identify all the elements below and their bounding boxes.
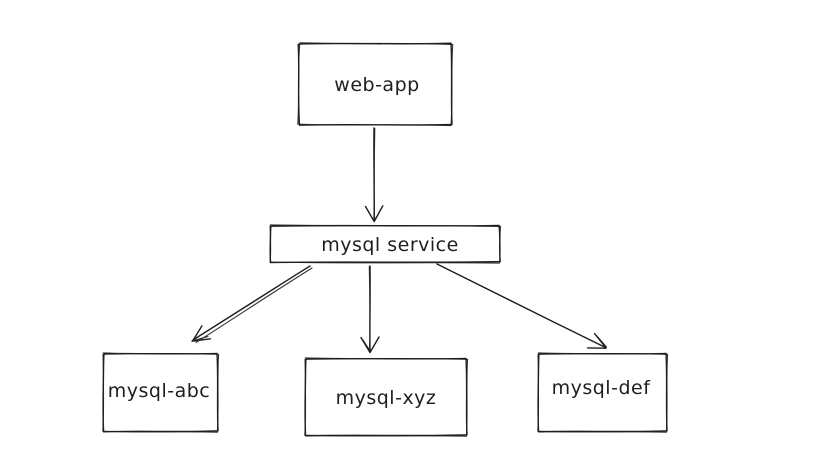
- web-app-label: web-app: [334, 74, 419, 96]
- arrowhead: [191, 325, 212, 342]
- arrowhead: [364, 205, 384, 223]
- node-mysql-abc[interactable]: mysql-abc: [102, 352, 220, 433]
- arrowhead-overstroke: [595, 334, 608, 348]
- mysql-abc-box-overstroke: [102, 352, 220, 433]
- node-mysql-xyz[interactable]: mysql-xyz: [304, 357, 469, 437]
- arrowhead-overstroke: [362, 339, 372, 353]
- mysql-service-box-overstroke: [269, 224, 502, 264]
- arrow-mysql-service-to-mysql-def[interactable]: [436, 263, 608, 349]
- arrow-shaft-overstroke: [368, 265, 371, 352]
- mysql-def-box-overstroke: [537, 352, 669, 433]
- web-app-box-overstroke: [297, 42, 454, 127]
- arrow-shaft: [192, 265, 311, 341]
- arrow-shaft: [436, 263, 607, 349]
- mysql-def-label: mysql-def: [552, 377, 652, 399]
- mysql-xyz-label: mysql-xyz: [336, 387, 437, 409]
- arrowhead-overstroke: [192, 335, 209, 342]
- arrow-mysql-service-to-mysql-xyz[interactable]: [360, 265, 380, 354]
- mysql-service-label: mysql service: [321, 234, 459, 256]
- mysql-abc-label: mysql-abc: [108, 380, 211, 402]
- node-web-app[interactable]: web-app: [297, 42, 454, 127]
- arrow-shaft-overstroke: [373, 127, 376, 221]
- arrow-web-app-to-mysql-service[interactable]: [364, 127, 384, 223]
- arrow-mysql-service-to-mysql-abc[interactable]: [191, 265, 313, 344]
- node-mysql-def[interactable]: mysql-def: [537, 352, 669, 433]
- mysql-xyz-box-overstroke: [304, 357, 469, 437]
- arrow-shaft-overstroke: [195, 267, 313, 344]
- node-mysql-service[interactable]: mysql service: [269, 224, 502, 264]
